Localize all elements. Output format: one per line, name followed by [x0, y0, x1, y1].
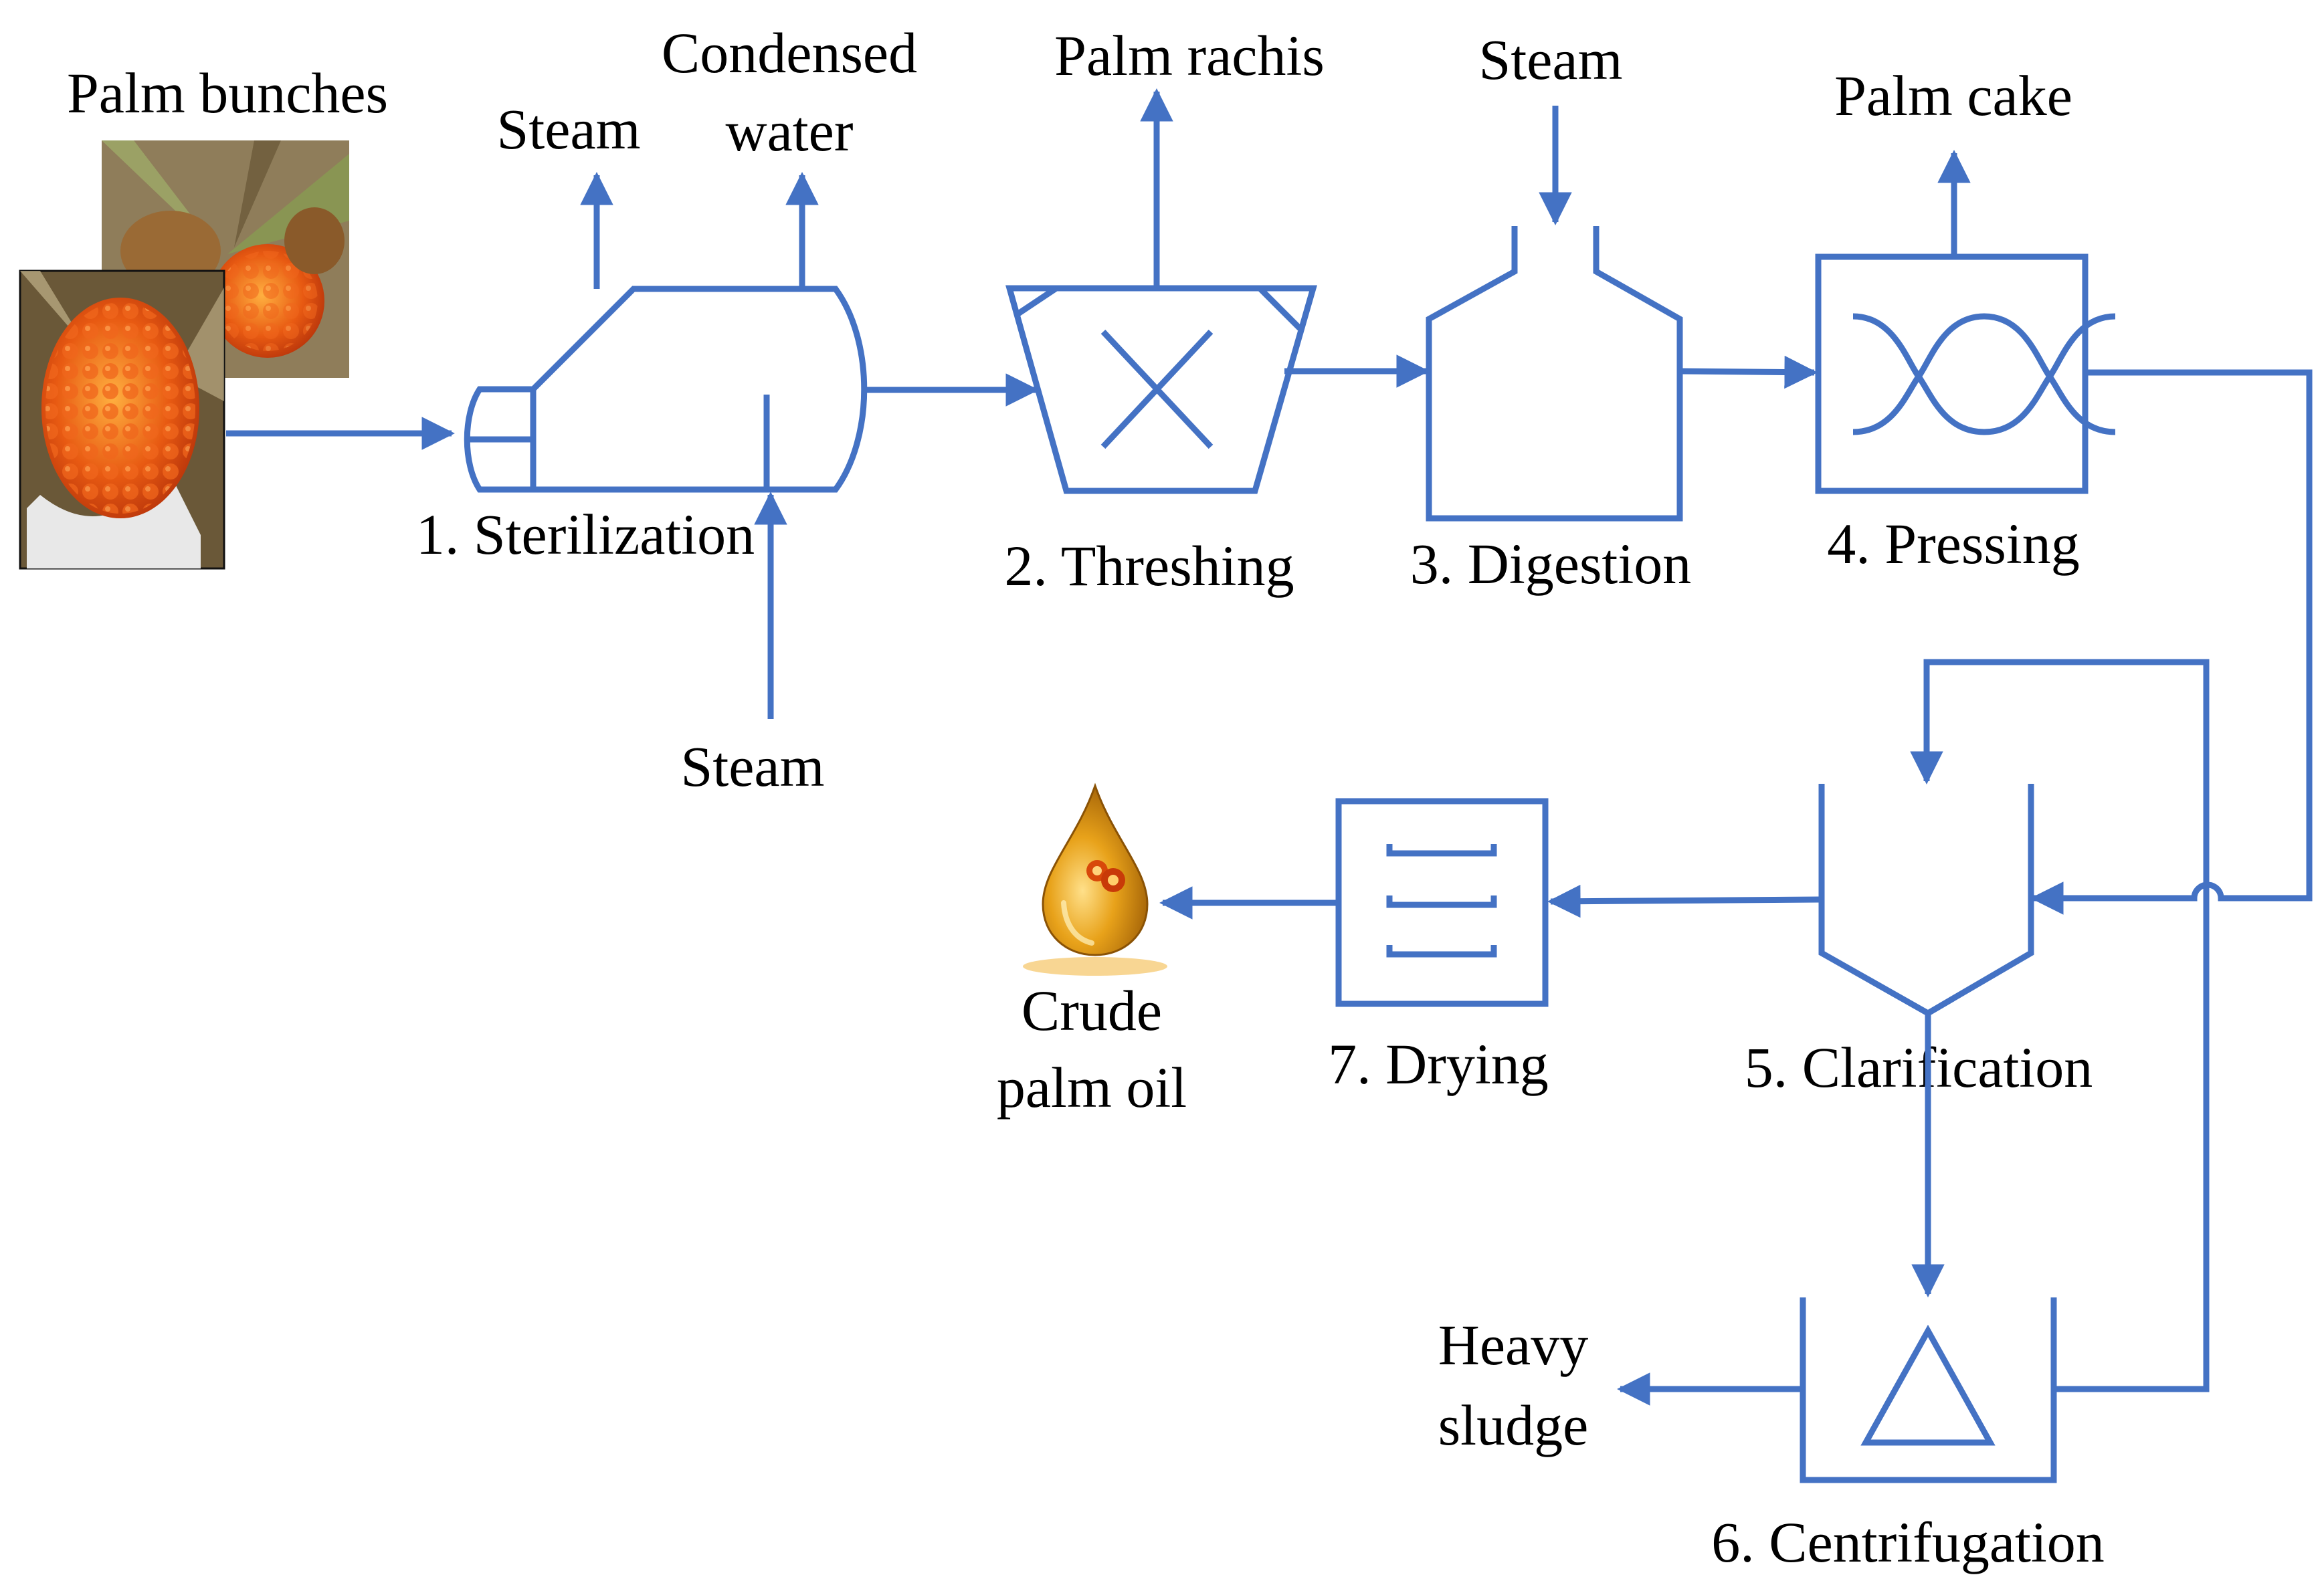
arrow-digestion-to-pressing: [1679, 355, 1818, 389]
condensed-water-label-line2: water: [726, 99, 854, 163]
thresher-drum: [1005, 285, 1317, 494]
heavy-sludge-label-line2: sludge: [1438, 1393, 1589, 1457]
dryer: [1335, 798, 1549, 1007]
step-7-drying-label: 7. Drying: [1328, 1032, 1549, 1096]
screw-press: [1815, 253, 2116, 494]
palm-cake-label: Palm cake: [1834, 64, 2072, 128]
step-6-centrifugation-label: 6. Centrifugation: [1711, 1510, 2105, 1574]
front-photo: [19, 270, 225, 570]
step-4-pressing-label: 4. Pressing: [1827, 512, 2079, 576]
crude-palm-oil-label-line1: Crude: [1022, 978, 1162, 1043]
palm-bunches-photo: [19, 140, 349, 570]
centrifuge: [1800, 1297, 2057, 1483]
oil-drop-icon: [1023, 782, 1167, 976]
palm-rachis-label: Palm rachis: [1054, 23, 1325, 88]
steam-into-digestion-label: Steam: [1479, 27, 1623, 92]
heavy-sludge-label-line1: Heavy: [1438, 1313, 1588, 1377]
palm-bunches-label: Palm bunches: [67, 61, 388, 125]
condensed-water-label-line1: Condensed: [662, 21, 917, 85]
digester-vessel: [1426, 226, 1683, 522]
crude-palm-oil-label-line2: palm oil: [997, 1055, 1187, 1120]
steam-out-label: Steam: [497, 97, 641, 161]
step-1-sterilization-label: 1. Sterilization: [416, 502, 755, 566]
step-3-digestion-label: 3. Digestion: [1410, 532, 1691, 596]
arrow-pressing-to-clarification: [2030, 369, 2313, 915]
arrow-clarification-to-drying: [1547, 884, 1822, 918]
step-5-clarification-label: 5. Clarification: [1745, 1035, 2093, 1099]
steam-into-sterilization-label: Steam: [681, 734, 825, 799]
step-2-threshing-label: 2. Threshing: [1004, 534, 1294, 598]
sterilizer-vessel: [464, 286, 868, 493]
clarifier-tank: [1818, 784, 2034, 1017]
arrow-recycle-centrifugation-to-clarification: [1910, 659, 2210, 1392]
